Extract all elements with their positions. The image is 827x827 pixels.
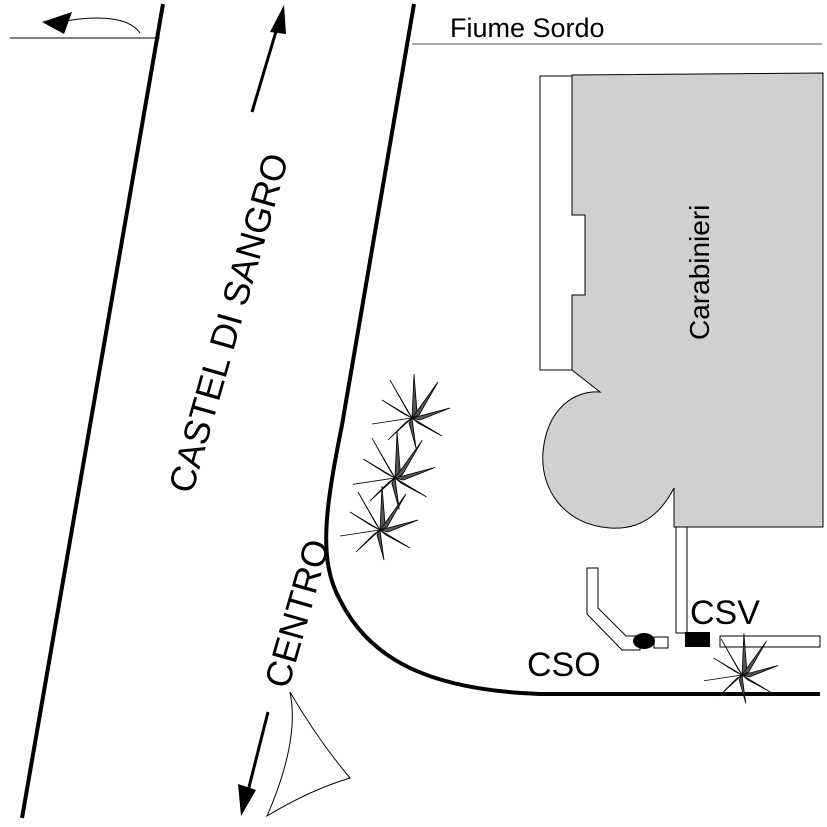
building-label: Carabinieri	[684, 205, 715, 340]
building-carabinieri	[542, 72, 824, 529]
plant-icon	[352, 431, 436, 511]
double-arrow-head-top	[270, 5, 286, 34]
conduit-short	[653, 636, 669, 649]
point-label-cso: CSO	[527, 646, 601, 684]
arrow-left-icon	[59, 17, 141, 34]
double-arrow-icon	[250, 17, 282, 113]
road-edge-east	[324, 3, 820, 696]
circle-marker-icon	[633, 633, 655, 649]
river-label: Fiume Sordo	[450, 13, 605, 43]
conduit-west	[586, 567, 641, 651]
arrow-down-head	[238, 784, 256, 816]
arrow-left-head	[42, 12, 72, 34]
conduit-east	[719, 635, 821, 648]
plant-icon	[371, 373, 451, 449]
square-marker-icon	[685, 632, 710, 647]
arrow-down-shaft	[245, 711, 270, 796]
triangle-pennant-icon	[265, 691, 351, 818]
road-label-centro: CENTRO	[256, 535, 337, 692]
road-label-castel-di-sangro: CASTEL DI SANGRO	[160, 149, 296, 497]
road-edge-west	[20, 3, 165, 819]
point-label-csv: CSV	[690, 594, 760, 632]
plant-icon	[339, 485, 419, 561]
conduit-vertical	[675, 526, 688, 634]
